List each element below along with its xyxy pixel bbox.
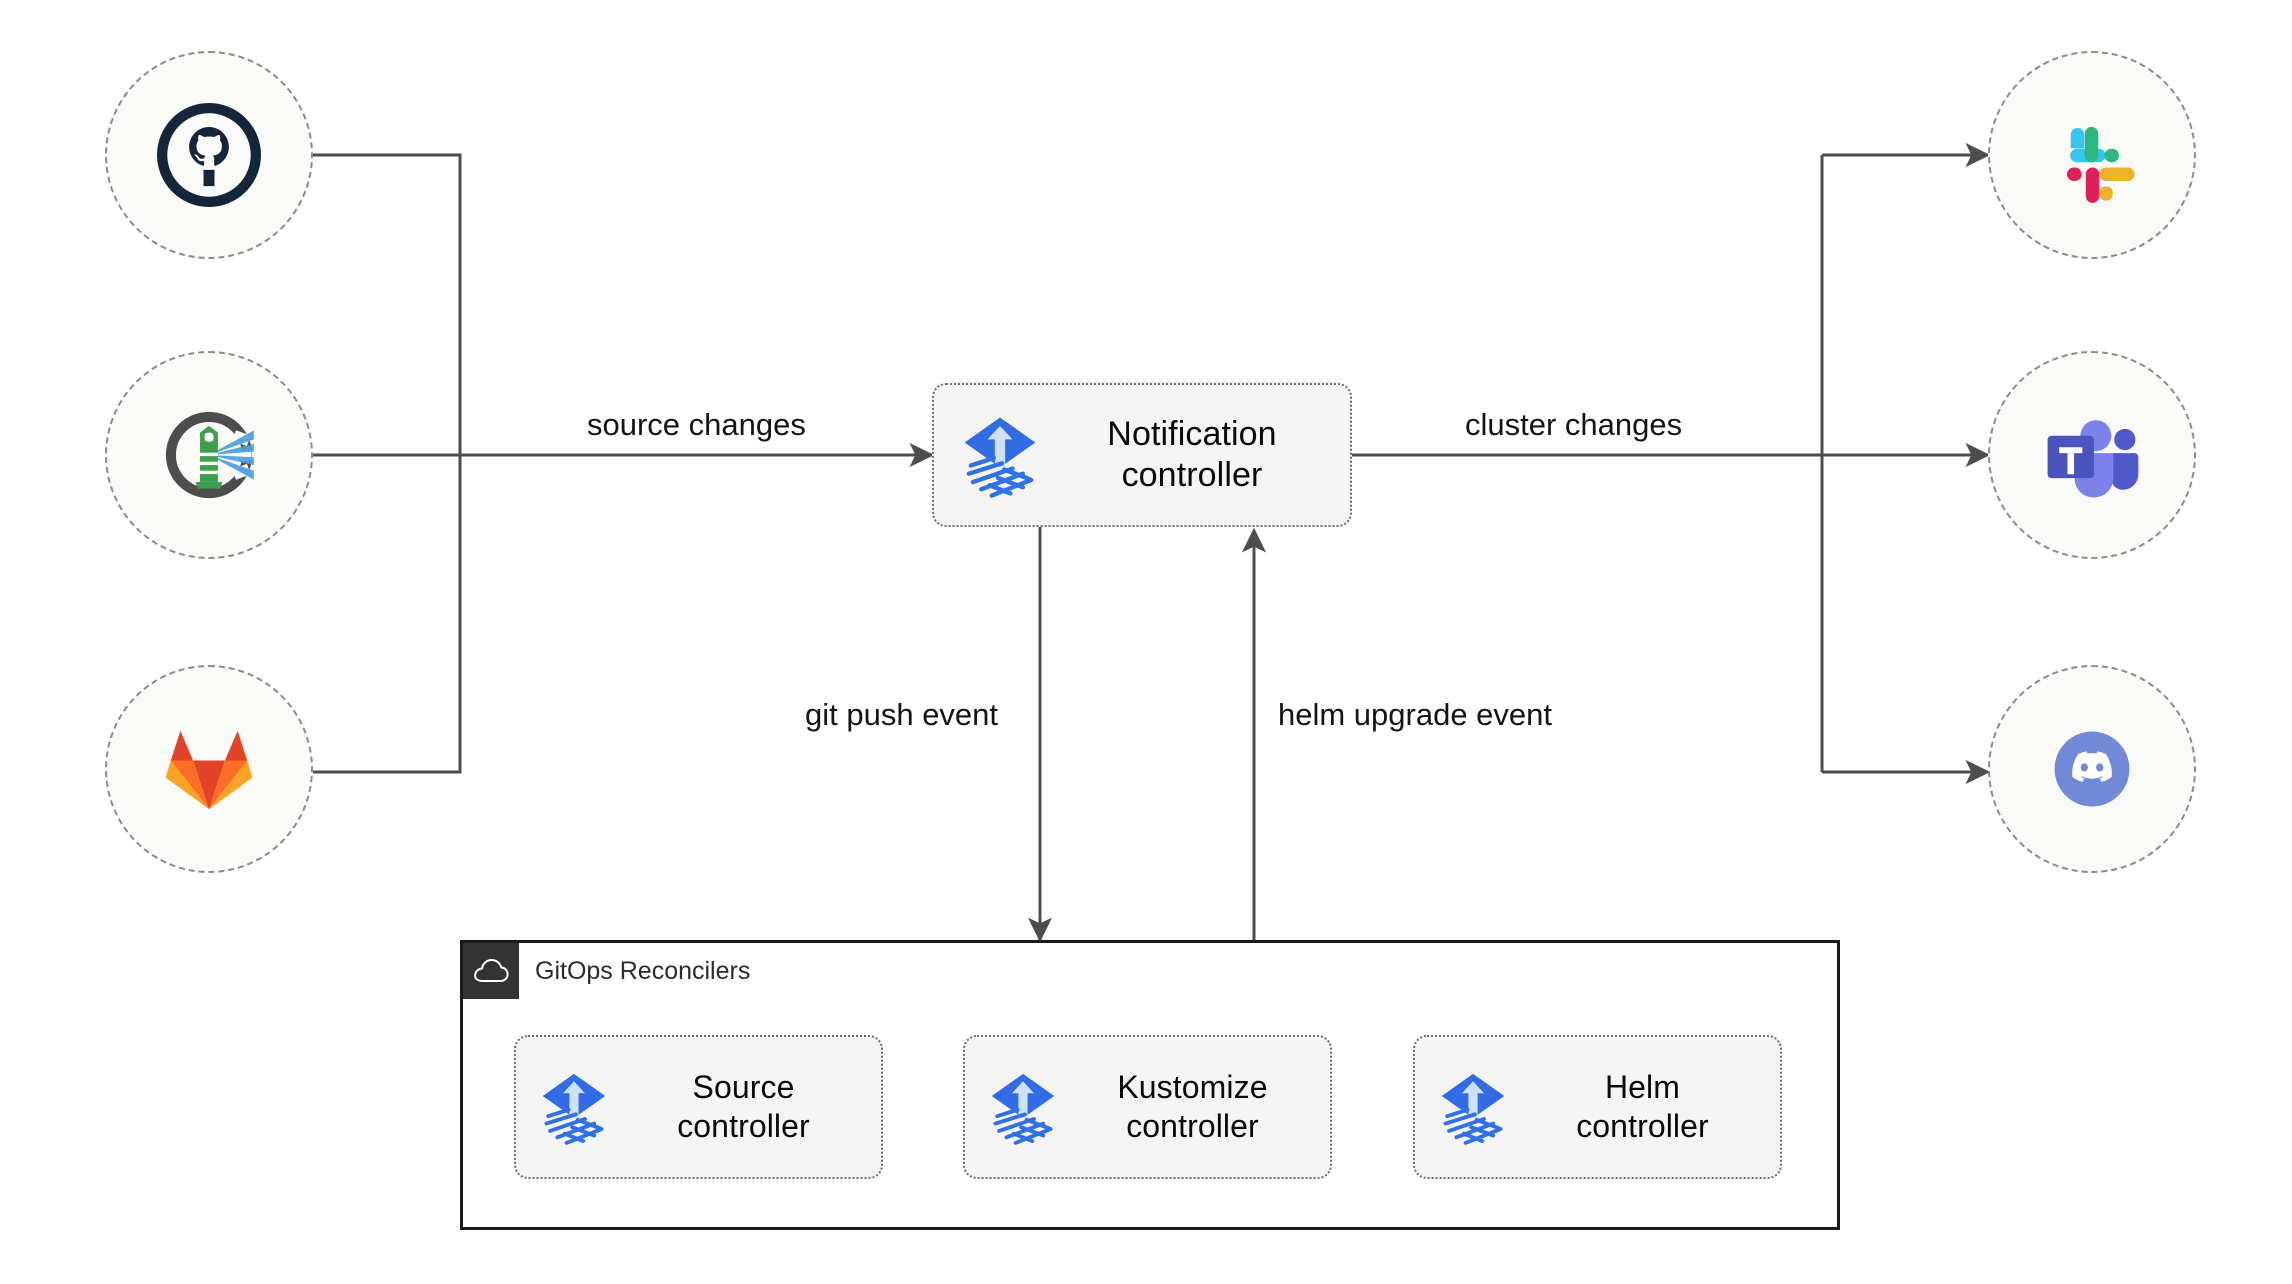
node-source-controller[interactable]: Source controller bbox=[514, 1035, 883, 1179]
wire-source-trunk bbox=[313, 153, 462, 774]
destination-endpoint-slack[interactable] bbox=[1988, 51, 2196, 259]
flux-cd-icon bbox=[948, 403, 1052, 507]
source-endpoint-github[interactable] bbox=[105, 51, 313, 259]
flux-cd-icon bbox=[1427, 1061, 1519, 1153]
node-notification-controller[interactable]: Notification controller bbox=[932, 383, 1352, 527]
group-titlebar: GitOps Reconcilers bbox=[463, 943, 750, 999]
group-title: GitOps Reconcilers bbox=[535, 956, 751, 985]
flux-cd-icon bbox=[977, 1061, 1069, 1153]
source-endpoint-gitlab[interactable] bbox=[105, 665, 313, 873]
github-icon bbox=[157, 103, 261, 207]
destination-endpoint-teams[interactable] bbox=[1988, 351, 2196, 559]
node-label-notification: Notification controller bbox=[1107, 414, 1277, 494]
ms-teams-icon bbox=[2047, 420, 2139, 498]
node-label-kustomize: Kustomize controller bbox=[1117, 1068, 1268, 1144]
flux-lighthouse-icon bbox=[165, 411, 254, 499]
node-kustomize-controller[interactable]: Kustomize controller bbox=[963, 1035, 1332, 1179]
slack-icon bbox=[2067, 126, 2135, 203]
node-label-source: Source controller bbox=[677, 1068, 810, 1144]
edge-label-source-changes: source changes bbox=[577, 405, 816, 445]
flux-cd-icon bbox=[528, 1061, 620, 1153]
destination-endpoint-discord[interactable] bbox=[1988, 665, 2196, 873]
group-gitops-reconcilers: GitOps Reconcilers Source controller bbox=[460, 940, 1840, 1230]
edge-label-git-push-event: git push event bbox=[795, 695, 1009, 735]
node-helm-controller[interactable]: Helm controller bbox=[1413, 1035, 1782, 1179]
gitlab-icon bbox=[165, 730, 253, 810]
discord-icon bbox=[2054, 731, 2130, 807]
node-label-helm: Helm controller bbox=[1576, 1068, 1709, 1144]
cloud-icon bbox=[463, 943, 519, 999]
source-endpoint-flux[interactable] bbox=[105, 351, 313, 559]
edge-label-cluster-changes: cluster changes bbox=[1455, 405, 1693, 445]
edge-label-helm-upgrade-event: helm upgrade event bbox=[1268, 695, 1563, 735]
